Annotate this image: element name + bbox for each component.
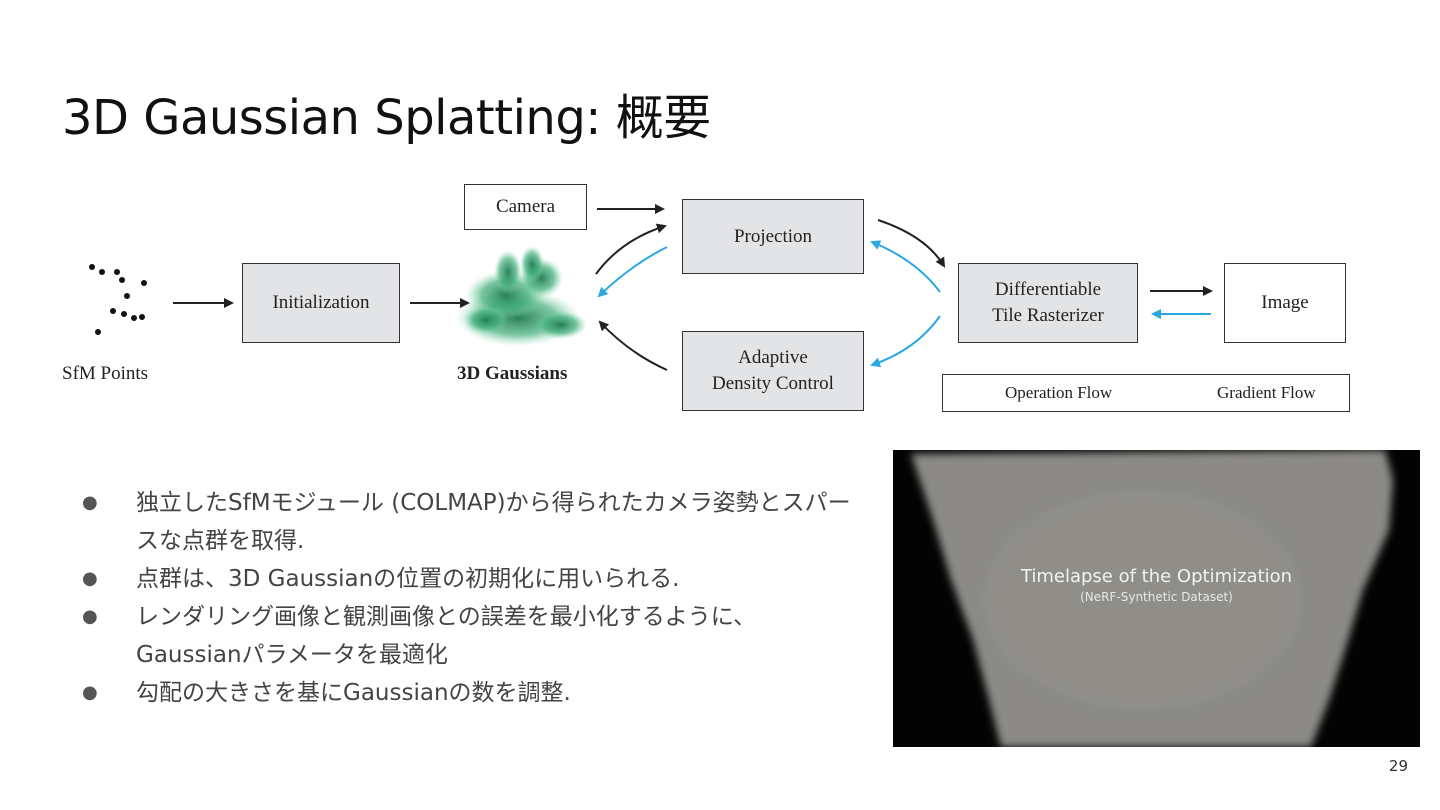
image-box: Image bbox=[1224, 263, 1346, 343]
optimization-video[interactable]: Timelapse of the Optimization (NeRF-Synt… bbox=[893, 450, 1420, 747]
diagram-arrows bbox=[89, 204, 1213, 398]
projection-box: Projection bbox=[682, 199, 864, 274]
camera-label: Camera bbox=[495, 196, 556, 217]
bullet-item: ● 勾配の大きさを基にGaussianの数を調整. bbox=[80, 674, 860, 712]
legend-gradient-flow: Gradient Flow bbox=[1217, 383, 1316, 402]
image-label: Image bbox=[1261, 292, 1309, 313]
bullet-text: 点群は、3D Gaussianの位置の初期化に用いられる. bbox=[136, 566, 680, 592]
initialization-box: Initialization bbox=[242, 263, 400, 343]
sfm-point-cloud bbox=[89, 264, 147, 335]
video-frame-render bbox=[911, 450, 1393, 747]
slide-title: 3D Gaussian Splatting: 概要 bbox=[62, 90, 711, 146]
bullet-dot-icon: ● bbox=[82, 606, 98, 627]
rasterizer-label-line2: Tile Rasterizer bbox=[992, 305, 1104, 326]
initialization-label: Initialization bbox=[272, 292, 370, 313]
legend-box: Operation Flow Gradient Flow bbox=[942, 374, 1350, 412]
video-title: Timelapse of the Optimization bbox=[1020, 566, 1293, 587]
camera-box: Camera bbox=[464, 184, 587, 230]
gaussian-bunny bbox=[456, 246, 587, 346]
adaptive-density-box: Adaptive Density Control bbox=[682, 331, 864, 411]
adaptive-label-line1: Adaptive bbox=[738, 347, 808, 368]
sfm-points-label: SfM Points bbox=[62, 363, 149, 384]
bullet-list: ● 独立したSfMモジュール (COLMAP)から得られたカメラ姿勢とスパースな… bbox=[80, 484, 860, 712]
rasterizer-box: Differentiable Tile Rasterizer bbox=[958, 263, 1138, 343]
bullet-dot-icon: ● bbox=[82, 492, 98, 513]
gaussians-label: 3D Gaussians bbox=[457, 363, 568, 384]
bullet-text: 独立したSfMモジュール (COLMAP)から得られたカメラ姿勢とスパースな点群… bbox=[136, 490, 851, 554]
bullet-dot-icon: ● bbox=[82, 682, 98, 703]
bullet-item: ● レンダリング画像と観測画像との誤差を最小化するように、Gaussianパラメ… bbox=[80, 598, 860, 674]
legend-operation-flow: Operation Flow bbox=[1005, 383, 1113, 402]
bullet-text: 勾配の大きさを基にGaussianの数を調整. bbox=[136, 680, 571, 706]
gradient-flow-arrows bbox=[597, 240, 1211, 398]
bullet-text: レンダリング画像と観測画像との誤差を最小化するように、Gaussianパラメータ… bbox=[136, 604, 757, 668]
page-number: 29 bbox=[1388, 757, 1408, 775]
projection-label: Projection bbox=[733, 225, 813, 247]
bullet-dot-icon: ● bbox=[82, 568, 98, 589]
adaptive-label-line2: Density Control bbox=[712, 373, 834, 394]
rasterizer-label-line1: Differentiable bbox=[994, 279, 1102, 300]
video-subtitle: (NeRF-Synthetic Dataset) bbox=[1080, 590, 1233, 604]
pipeline-diagram: SfM Points Initialization 3D Gaussians C… bbox=[56, 160, 1366, 440]
bullet-item: ● 独立したSfMモジュール (COLMAP)から得られたカメラ姿勢とスパースな… bbox=[80, 484, 860, 560]
bullet-item: ● 点群は、3D Gaussianの位置の初期化に用いられる. bbox=[80, 560, 860, 598]
